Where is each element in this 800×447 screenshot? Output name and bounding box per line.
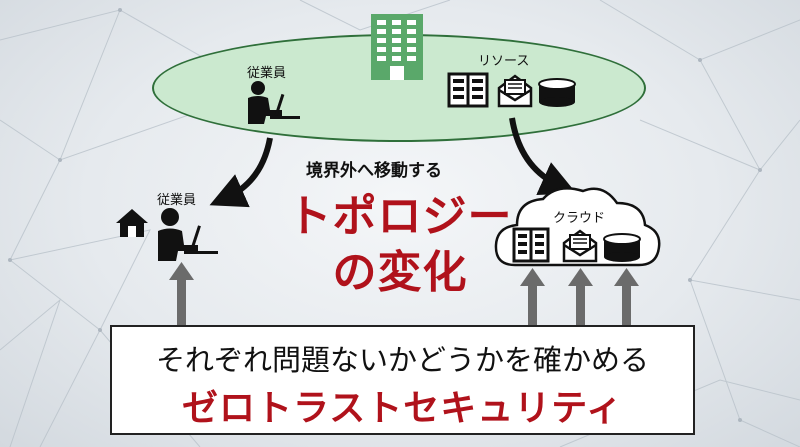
zero-trust-description: それぞれ問題ないかどうかを確かめる xyxy=(155,343,649,377)
database-icon xyxy=(538,78,576,107)
left-move-arrow xyxy=(209,137,273,208)
cloud-database-icon xyxy=(603,233,641,262)
ellipse-employee-label: 従業員 xyxy=(247,66,287,81)
building-icon xyxy=(371,14,423,80)
right-move-arrow xyxy=(509,117,577,196)
zero-trust-title: ゼロトラストセキュリティ xyxy=(181,388,624,429)
employee-laptop-icon xyxy=(248,81,300,124)
server-icon xyxy=(447,72,489,108)
mail-icon xyxy=(497,74,533,108)
resource-label: リソース xyxy=(478,54,530,69)
up-arrow-cloud-3 xyxy=(614,268,639,326)
center-title-line2: の変化 xyxy=(332,247,468,298)
remote-employee-label: 従業員 xyxy=(157,193,197,208)
up-arrow-cloud-2 xyxy=(568,268,593,326)
up-arrow-left xyxy=(169,262,194,326)
up-arrow-cloud-1 xyxy=(520,268,545,326)
cloud-mail-icon xyxy=(562,229,598,263)
center-subtitle: 境界外へ移動する xyxy=(306,161,442,181)
cloud-server-icon xyxy=(512,227,550,263)
resource-icons xyxy=(447,72,576,108)
cloud-label: クラウド xyxy=(553,211,606,226)
zero-trust-box: それぞれ問題ないかどうかを確かめる ゼロトラストセキュリティ xyxy=(110,325,695,435)
center-title-line1: トポロジー xyxy=(287,191,513,242)
remote-employee-laptop-icon xyxy=(158,208,218,261)
house-icon xyxy=(116,209,148,237)
cloud-resource-icons xyxy=(512,227,641,263)
